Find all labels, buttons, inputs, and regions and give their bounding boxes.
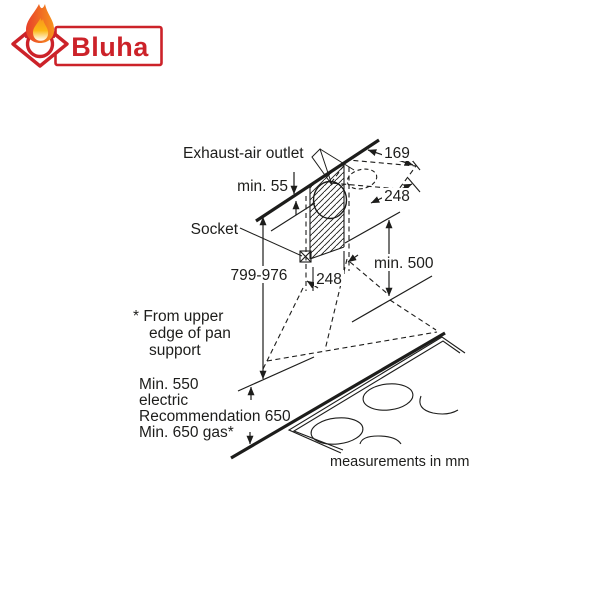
footnote-pan-support: * From upper edge of pan support — [133, 308, 231, 359]
label-248-top: 248 — [384, 188, 410, 205]
label-169: 169 — [384, 145, 410, 162]
duct-shaft — [309, 163, 348, 260]
svg-text:support: support — [149, 342, 201, 359]
hood-top-line — [270, 202, 316, 232]
hob-edge-thick — [230, 331, 446, 460]
ceiling-line — [255, 138, 380, 223]
units-note: measurements in mm — [330, 454, 469, 470]
pan-support-line — [237, 356, 315, 392]
svg-text:electric: electric — [139, 392, 188, 409]
burners — [310, 383, 459, 445]
label-799-976: 799-976 — [231, 267, 288, 284]
svg-text:edge of pan: edge of pan — [149, 325, 231, 342]
flame-icon — [26, 4, 55, 43]
clearance-note: Min. 550 electric Recommendation 650 Min… — [139, 376, 291, 441]
brand-logo: Bluha — [11, 4, 163, 68]
label-min-500: min. 500 — [374, 255, 434, 272]
svg-text:Recommendation 650: Recommendation 650 — [139, 408, 291, 425]
brand-name: Bluha — [71, 32, 149, 62]
label-min-55: min. 55 — [237, 178, 288, 195]
label-248-bottom: 248 — [316, 271, 342, 288]
socket-symbol — [239, 227, 312, 263]
svg-text:Min. 550: Min. 550 — [139, 376, 199, 393]
label-exhaust-air-outlet: Exhaust-air outlet — [183, 145, 304, 162]
exhaust-pointer-lines — [311, 148, 355, 186]
svg-text:* From upper: * From upper — [133, 308, 223, 325]
label-socket: Socket — [191, 221, 239, 238]
cooktop — [230, 331, 466, 460]
svg-text:Min. 650 gas*: Min. 650 gas* — [139, 424, 234, 441]
diagram-labels: Exhaust-air outlet min. 55 169 248 Socke… — [133, 145, 469, 470]
projection-lines — [262, 258, 438, 370]
